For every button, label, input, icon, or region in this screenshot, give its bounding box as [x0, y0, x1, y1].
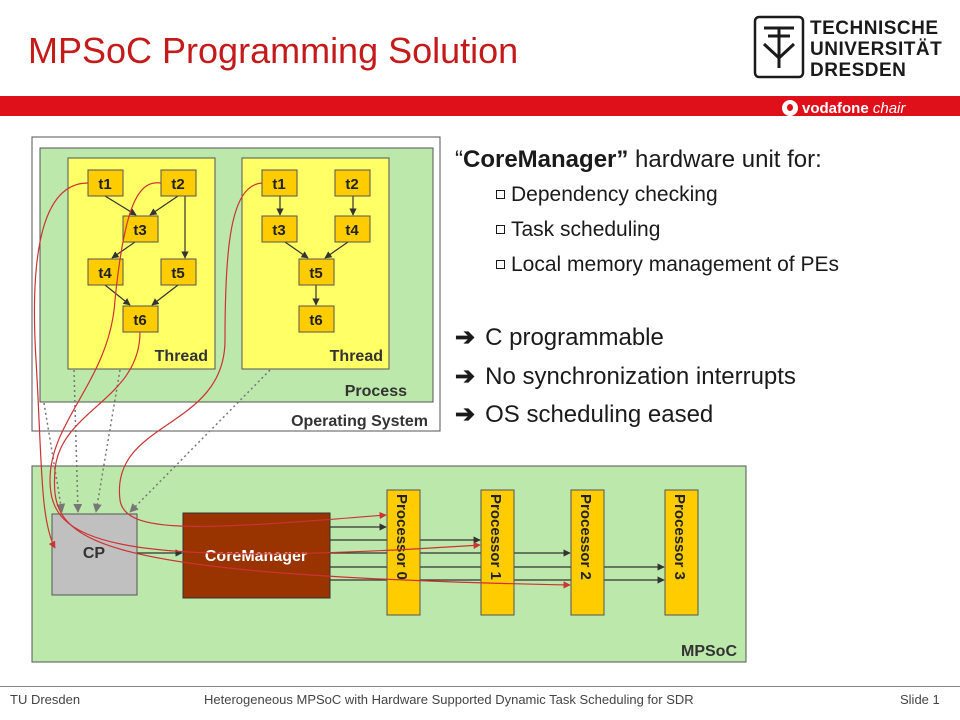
university-logo [752, 14, 806, 80]
vodafone-chair-logo: vodafone chair [782, 100, 905, 117]
footer-divider [0, 686, 960, 687]
task-label: t2 [171, 176, 184, 193]
footer-slide-number: Slide 1 [900, 692, 940, 707]
task-label: t6 [309, 312, 322, 329]
thread-label: Thread [155, 348, 208, 365]
sub-bullet: Dependency checking [496, 183, 718, 207]
footer-center: Heterogeneous MPSoC with Hardware Suppor… [204, 692, 694, 707]
task-node [122, 305, 159, 333]
processor-box [570, 489, 605, 616]
arrow-right-icon: ➔ [455, 324, 476, 351]
process-label: Process [345, 383, 407, 400]
processor-label: Processor 1 [487, 494, 504, 580]
sub-bullet: Task scheduling [496, 218, 660, 242]
task-node [298, 305, 335, 333]
coremanager-box [182, 512, 331, 599]
mpsoc-label: MPSoC [681, 643, 737, 660]
processor-label: Processor 0 [393, 494, 410, 580]
task-label: t1 [272, 176, 285, 193]
task-node [87, 169, 124, 197]
square-bullet-icon [496, 190, 505, 199]
university-logo-icon [753, 15, 805, 79]
processor-box [386, 489, 421, 616]
task-node [122, 215, 159, 243]
task-label: t2 [345, 176, 358, 193]
processor-box [480, 489, 515, 616]
processor-box [664, 489, 699, 616]
task-node [160, 258, 197, 286]
task-node [334, 169, 371, 197]
processor-label: Processor 2 [577, 494, 594, 580]
task-node [160, 169, 197, 197]
processor-label: Processor 3 [671, 494, 688, 580]
thread-label: Thread [330, 348, 383, 365]
task-label: t4 [98, 265, 112, 282]
square-bullet-icon [496, 260, 505, 269]
task-node [334, 215, 371, 243]
arrow-right-icon: ➔ [455, 363, 476, 390]
arrow-right-icon: ➔ [455, 401, 476, 428]
arrow-bullet: ➔No synchronization interrupts [455, 363, 796, 390]
task-label: t6 [133, 312, 146, 329]
coremanager-label: CoreManager [205, 548, 307, 565]
task-node [261, 215, 298, 243]
task-label: t3 [272, 222, 285, 239]
sub-bullet: Local memory management of PEs [496, 253, 839, 277]
task-label: t5 [309, 265, 322, 282]
page-title: MPSoC Programming Solution [28, 30, 519, 71]
header-red-bar [0, 96, 960, 116]
task-label: t4 [345, 222, 359, 239]
bullet-headline: “CoreManager” hardware unit for: [455, 146, 822, 173]
vodafone-logo-icon [782, 100, 798, 116]
task-label: t1 [98, 176, 111, 193]
arrow-bullet: ➔OS scheduling eased [455, 401, 714, 428]
footer-left: TU Dresden [10, 692, 81, 707]
task-node [298, 258, 335, 286]
university-name: TECHNISCHE UNIVERSITÄT DRESDEN [810, 18, 943, 81]
arrow-bullet: ➔C programmable [455, 324, 664, 351]
square-bullet-icon [496, 225, 505, 234]
task-label: t3 [133, 222, 146, 239]
cp-label: CP [83, 545, 106, 562]
task-label: t5 [171, 265, 184, 282]
operating-system-label: Operating System [291, 413, 428, 430]
cp-box [51, 513, 138, 596]
